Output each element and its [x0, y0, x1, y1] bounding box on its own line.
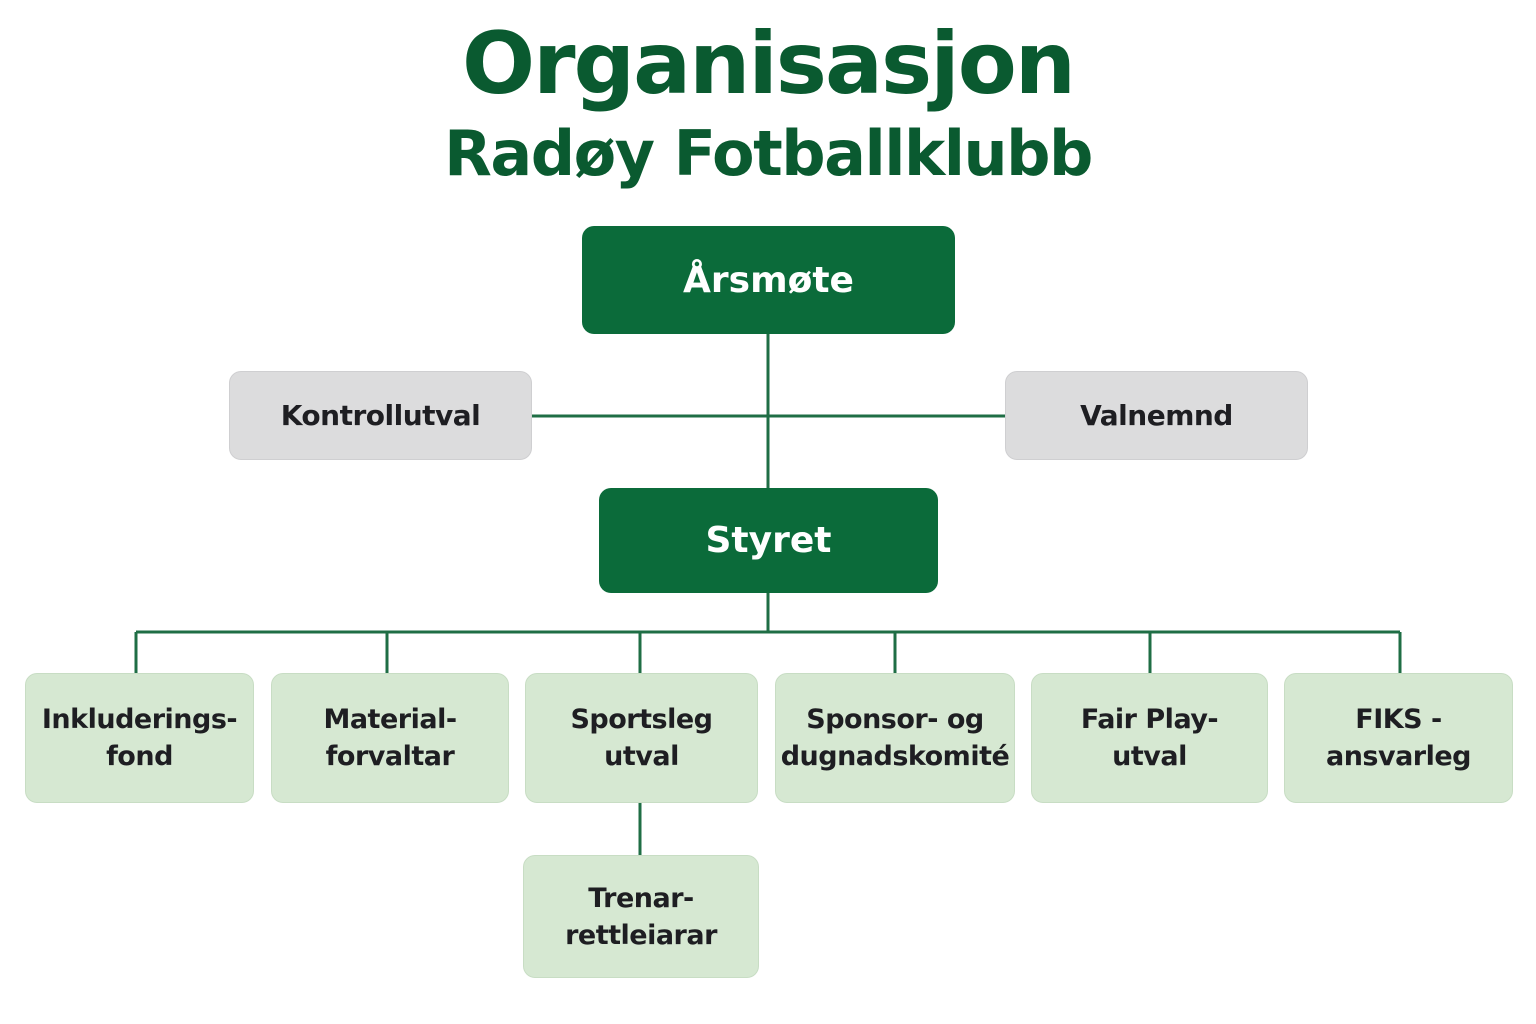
node-materialforvaltar-label: Material- forvaltar	[323, 704, 457, 772]
page-title: Organisasjon	[461, 14, 1076, 114]
node-sportsleg-utval-label: Sportsleg utval	[570, 704, 713, 772]
node-trenarrettleiarar-label: Trenar- rettleiarar	[565, 882, 717, 951]
node-arsmote: Årsmøte	[582, 226, 955, 334]
node-fiks: FIKS - ansvarleg	[1284, 673, 1513, 803]
node-valnemnd-label: Valnemnd	[1080, 399, 1233, 432]
node-sportsleg-utval: Sportsleg utval	[525, 673, 758, 803]
page-subtitle: Radøy Fotballklubb	[444, 117, 1093, 190]
node-trenarrettleiarar: Trenar- rettleiarar	[523, 855, 759, 978]
node-materialforvaltar: Material- forvaltar	[271, 673, 509, 803]
node-arsmote-label: Årsmøte	[683, 259, 854, 301]
node-fair-play-label: Fair Play- utval	[1080, 704, 1219, 772]
node-styret-label: Styret	[705, 520, 832, 561]
node-styret: Styret	[599, 488, 938, 593]
node-kontrollutval-label: Kontrollutval	[280, 399, 481, 432]
node-sponsor-dugnad-label: Sponsor- og dugnadskomité	[780, 704, 1010, 772]
node-sponsor-dugnad: Sponsor- og dugnadskomité	[775, 673, 1015, 803]
node-inkluderingsfond-label: Inkluderings- fond	[41, 704, 238, 772]
node-fiks-label: FIKS - ansvarleg	[1325, 704, 1472, 772]
node-kontrollutval: Kontrollutval	[229, 371, 532, 460]
node-valnemnd: Valnemnd	[1005, 371, 1308, 460]
node-inkluderingsfond: Inkluderings- fond	[25, 673, 254, 803]
node-fair-play: Fair Play- utval	[1031, 673, 1268, 803]
